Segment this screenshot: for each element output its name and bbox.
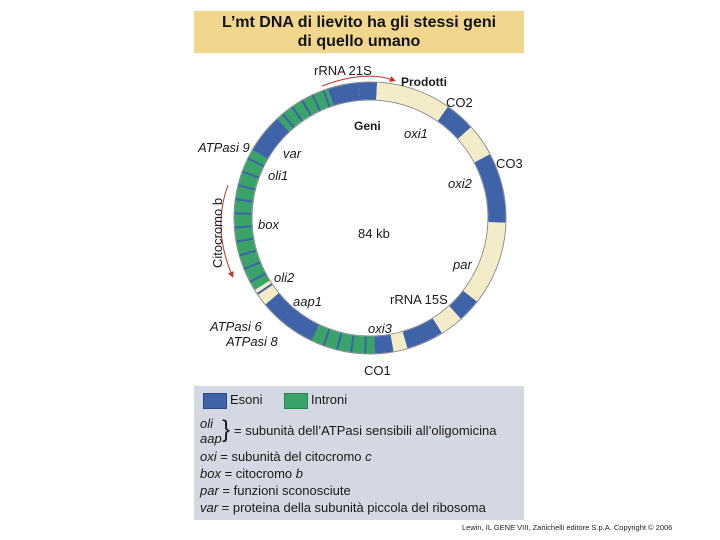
label-aap1: aap1 bbox=[293, 294, 322, 309]
label-size: 84 kb bbox=[358, 226, 390, 241]
label-atpasi9: ATPasi 9 bbox=[197, 140, 250, 155]
abbr-aap: aap bbox=[200, 431, 222, 446]
label-var: var bbox=[283, 146, 302, 161]
exon-stripe bbox=[365, 336, 366, 353]
exon-stripe bbox=[235, 213, 252, 214]
exon-swatch bbox=[203, 393, 227, 409]
label-prodotti: Prodotti bbox=[401, 75, 447, 89]
exon-stripe bbox=[235, 226, 252, 227]
label-oxi1: oxi1 bbox=[404, 126, 428, 141]
intron-label: Introni bbox=[311, 392, 347, 407]
label-oxi3: oxi3 bbox=[368, 321, 393, 336]
segment-oli1-introns bbox=[283, 97, 330, 125]
segment-oxi3-gap bbox=[392, 340, 405, 343]
segment-par-exon bbox=[455, 296, 470, 312]
label-co2: CO2 bbox=[446, 95, 473, 110]
copyright-credit: Lewin, IL GENE VIII, Zanichelli editore … bbox=[462, 523, 672, 532]
label-atpasi8: ATPasi 8 bbox=[225, 334, 279, 349]
label-oli2: oli2 bbox=[274, 270, 295, 285]
intron-swatch bbox=[284, 393, 308, 409]
def-box: box = citocromo b bbox=[200, 466, 303, 481]
segment-oxi3-exon-2 bbox=[374, 343, 392, 345]
label-co1: CO1 bbox=[364, 363, 391, 378]
label-par: par bbox=[452, 257, 472, 272]
def-oxi: oxi = subunità del citocromo c bbox=[200, 449, 372, 464]
abbr-stack: oli aap bbox=[200, 416, 222, 446]
segment-co2-region bbox=[377, 91, 443, 114]
label-atpasi6: ATPasi 6 bbox=[209, 319, 263, 334]
label-geni: Geni bbox=[354, 119, 381, 133]
label-rrna15s: rRNA 15S bbox=[390, 292, 448, 307]
segment-oxi3-exon-1 bbox=[405, 326, 437, 340]
exon-label: Esoni bbox=[230, 392, 263, 407]
segment-var-exon bbox=[260, 125, 283, 154]
label-oxi2: oxi2 bbox=[448, 176, 473, 191]
label-box: box bbox=[258, 217, 279, 232]
segment-geni-exon bbox=[331, 91, 359, 97]
abbr-oli: oli bbox=[200, 416, 222, 431]
def-par: par = funzioni sconosciute bbox=[200, 483, 351, 498]
segment-par-region bbox=[470, 222, 497, 296]
label-citocromo-b: Citocromo b bbox=[210, 198, 225, 268]
segment-rrna15s-region bbox=[437, 312, 455, 325]
label-co3: CO3 bbox=[496, 156, 523, 171]
def-var: var = proteina della subunità piccola de… bbox=[200, 500, 486, 515]
def-oli-aap: = subunità dell’ATPasi sensibili all’oli… bbox=[234, 423, 496, 438]
label-rrna21s: rRNA 21S bbox=[314, 63, 372, 78]
label-oli1: oli1 bbox=[268, 168, 288, 183]
brace-icon: } bbox=[222, 416, 230, 444]
legend-box: Esoni Introni oli aap } = subunità dell’… bbox=[194, 386, 524, 520]
